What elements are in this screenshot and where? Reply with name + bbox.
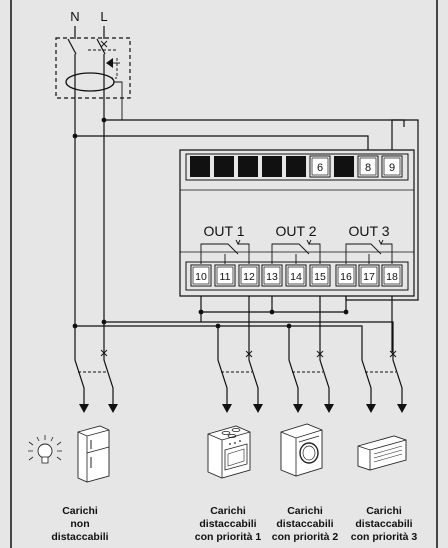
svg-text:8: 8	[365, 162, 371, 174]
svg-text:distaccabili: distaccabili	[355, 518, 412, 530]
caption-priority-1: Carichi distaccabili con priorità 1	[195, 505, 262, 543]
svg-text:15: 15	[314, 271, 326, 283]
svg-text:Carichi: Carichi	[366, 505, 402, 517]
relay-output-2: OUT 2 13 14 15	[261, 223, 331, 287]
terminal-10: 10	[190, 264, 212, 287]
terminal-blank	[214, 156, 234, 177]
load-switch-non-sheddable	[74, 349, 118, 413]
svg-text:distaccabili: distaccabili	[199, 518, 256, 530]
load-switch-priority-3	[361, 350, 407, 413]
terminal-blank	[286, 156, 306, 177]
svg-text:distaccabili: distaccabili	[51, 531, 108, 543]
breaker-with-current-sensor	[55, 26, 131, 120]
cooker-icon	[207, 425, 251, 479]
washing-machine-icon	[280, 423, 323, 477]
svg-text:14: 14	[290, 271, 302, 283]
svg-text:12: 12	[243, 271, 255, 283]
terminal-9: 9	[381, 155, 403, 178]
svg-text:non: non	[70, 518, 89, 530]
svg-text:16: 16	[340, 271, 352, 283]
terminal-6: 6	[309, 155, 331, 178]
load-switch-priority-1	[217, 350, 263, 413]
caption-non-sheddable: Carichi non distaccabili	[51, 505, 108, 543]
air-conditioner-icon	[357, 435, 407, 471]
terminal-13: 13	[261, 264, 283, 287]
svg-text:13: 13	[266, 271, 278, 283]
terminal-17: 17	[358, 264, 380, 287]
relay-output-3: OUT 3 16 17 18	[335, 223, 403, 287]
terminal-14: 14	[285, 264, 307, 287]
terminal-blank	[238, 156, 258, 177]
out-2-label: OUT 2	[276, 223, 317, 239]
terminal-8: 8	[357, 155, 379, 178]
svg-text:Carichi: Carichi	[287, 505, 323, 517]
neutral-label: N	[70, 9, 79, 24]
terminal-blank	[190, 156, 210, 177]
line-label: L	[100, 9, 107, 24]
terminal-blank	[334, 156, 354, 177]
terminal-18: 18	[381, 264, 403, 287]
svg-text:17: 17	[363, 271, 375, 283]
terminal-15: 15	[309, 264, 331, 287]
svg-text:distaccabili: distaccabili	[276, 518, 333, 530]
relay-output-1: OUT 1 10 11 12	[190, 223, 260, 287]
light-bulb-icon	[28, 435, 62, 464]
svg-text:10: 10	[195, 271, 207, 283]
svg-text:9: 9	[389, 162, 395, 174]
terminal-12: 12	[238, 264, 260, 287]
terminal-11: 11	[214, 264, 236, 287]
svg-text:Carichi: Carichi	[210, 505, 246, 517]
svg-text:6: 6	[317, 162, 323, 174]
svg-text:18: 18	[386, 271, 398, 283]
svg-text:con priorità 1: con priorità 1	[195, 531, 262, 543]
svg-text:con priorità 2: con priorità 2	[272, 531, 339, 543]
refrigerator-icon	[77, 425, 110, 483]
svg-text:Carichi: Carichi	[62, 505, 98, 517]
out-1-label: OUT 1	[204, 223, 245, 239]
terminal-16: 16	[335, 264, 357, 287]
load-switch-priority-2	[288, 350, 334, 413]
svg-text:con priorità 3: con priorità 3	[351, 531, 418, 543]
terminal-blank	[262, 156, 282, 177]
caption-priority-3: Carichi distaccabili con priorità 3	[351, 505, 418, 543]
caption-priority-2: Carichi distaccabili con priorità 2	[272, 505, 339, 543]
svg-text:11: 11	[220, 271, 231, 283]
top-terminal-row: 6 8 9	[190, 155, 403, 178]
out-3-label: OUT 3	[349, 223, 390, 239]
